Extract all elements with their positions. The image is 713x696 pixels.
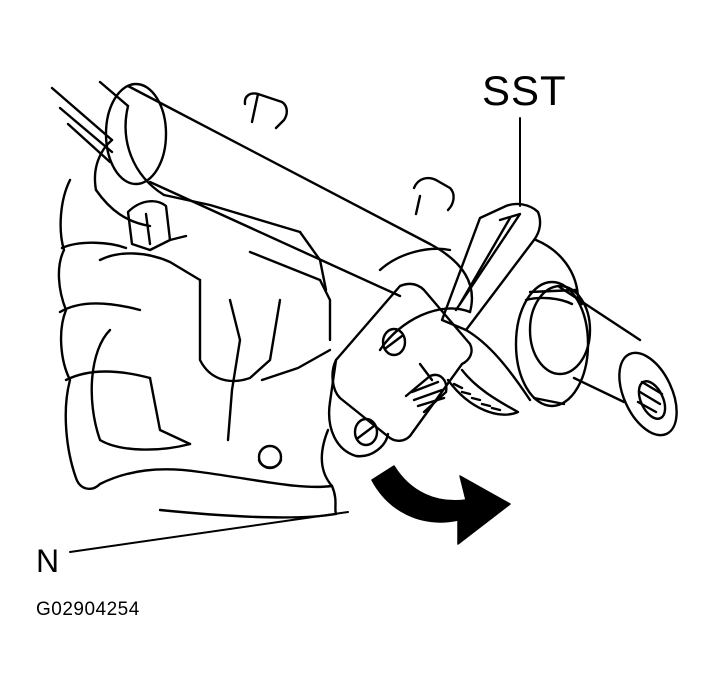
hatching	[50, 80, 130, 164]
neutral-label: N	[36, 543, 60, 579]
switch-housing	[378, 238, 580, 402]
transmission-case	[57, 104, 338, 519]
switch-plate	[327, 282, 473, 458]
sst-label: SST	[482, 67, 567, 114]
n-leader-line	[69, 511, 349, 553]
toothed-segment	[446, 368, 520, 416]
output-shaft	[514, 280, 678, 437]
rotation-arrow-icon	[371, 465, 511, 545]
sst-tool	[440, 117, 542, 332]
shift-shaft	[104, 82, 473, 314]
figure-code: G02904254	[36, 599, 140, 620]
